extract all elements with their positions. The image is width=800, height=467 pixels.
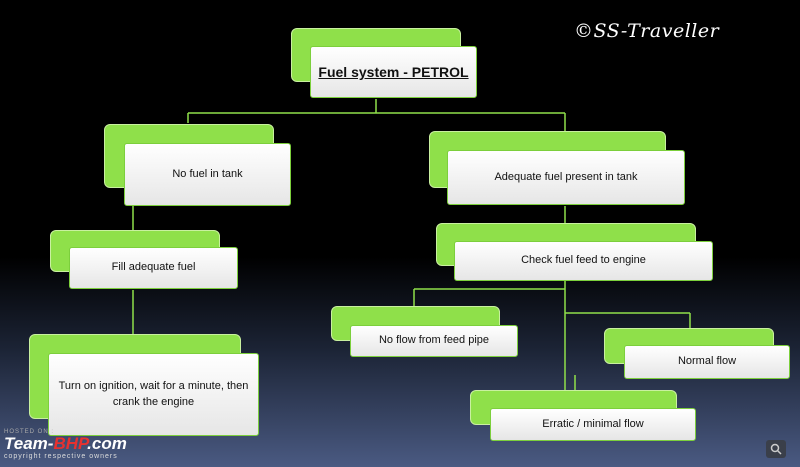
watermark-logo-com: .com: [87, 434, 127, 453]
team-bhp-watermark: HOSTED ON : Team-BHP.com copyright respe…: [4, 429, 127, 460]
author-credit: ©SS-Traveller: [574, 20, 720, 42]
watermark-logo-bhp: BHP: [53, 434, 88, 453]
adequate-fuel-label: Adequate fuel present in tank: [494, 170, 638, 183]
no-flow-label: No flow from feed pipe: [378, 334, 490, 347]
connector-check-outcomes: [413, 281, 691, 410]
watermark-logo: Team-BHP.com: [4, 435, 127, 453]
erratic-flow-label: Erratic / minimal flow: [542, 417, 644, 430]
connector-root-children: [187, 99, 566, 131]
watermark-copyright: copyright respective owners: [4, 453, 118, 460]
no-fuel-label: No fuel in tank: [172, 167, 243, 180]
zoom-icon[interactable]: [766, 440, 786, 458]
check-feed-label: Check fuel feed to engine: [521, 254, 646, 267]
watermark-logo-team: Team-: [4, 434, 54, 453]
fill-fuel-label: Fill adequate fuel: [111, 261, 196, 274]
watermark-hosted-on: HOSTED ON :: [4, 429, 55, 435]
ignition-label: Turn on ignition, wait for a minute, the…: [58, 379, 249, 408]
magnifier-icon: [770, 443, 782, 455]
normal-flow-label: Normal flow: [677, 355, 737, 368]
root-label: Fuel system - PETROL: [318, 63, 469, 80]
